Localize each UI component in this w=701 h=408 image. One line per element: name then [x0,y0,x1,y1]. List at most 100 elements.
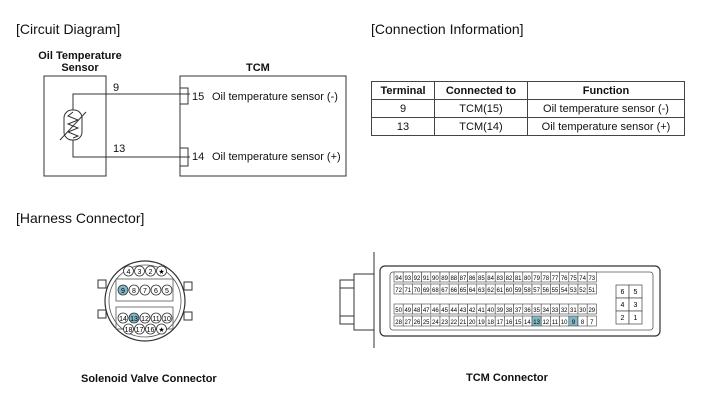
tcm-pin-label: 26 [414,320,421,326]
solenoid-pin [150,284,162,296]
solenoid-pin-label: 6 [154,288,158,295]
tcm-pin-label: 60 [506,288,513,294]
tcm-pin-label: 28 [395,320,402,326]
solenoid-pin-label: 9 [121,288,125,295]
tcm-pin-label: 75 [570,276,577,282]
sensor-title: Oil Temperature Sensor [35,50,125,74]
sensor-title-line2: Sensor [61,62,99,74]
tcm-pin-label: 38 [506,308,513,314]
tcm-side-pin [628,310,643,325]
tcm-pin-label: 57 [533,288,540,294]
tcm-pin-label: 63 [478,288,485,294]
solenoid-pin-label: 7 [143,288,147,295]
solenoid-pin-label: 4 [127,269,131,276]
cell-function: Oil temperature sensor (-) [527,99,685,118]
col-function: Function [527,81,685,100]
col-connected-to: Connected to [434,81,528,100]
tcm-pin-label: 19 [478,320,485,326]
tcm-pin-label: 16 [506,320,513,326]
tcm-pin-label: 20 [469,320,476,326]
tcm-pin-label: 39 [496,308,503,314]
tcm-pin-label: 76 [561,276,568,282]
connection-info-heading: [Connection Information] [371,21,524,37]
tcm-pin-label: 33 [552,308,559,314]
tcm-pin-label: 91 [423,276,430,282]
cell-connected: TCM(14) [434,117,528,136]
tcm-pin-label: 79 [533,276,540,282]
tcm-pin-label: 36 [524,308,531,314]
solenoid-pin [145,265,156,277]
tcm-pin-label: 12 [542,320,549,326]
tcm-pin-label: 68 [432,288,439,294]
tcm-pin-label: 55 [552,288,559,294]
solenoid-pin-label: 8 [132,288,136,295]
tcm-pin-label: 90 [432,276,439,282]
cell-function: Oil temperature sensor (+) [527,117,685,136]
tcm-pin-label: 67 [441,288,448,294]
solenoid-pin-label: 2 [149,269,153,276]
tcm-pin-label: 15 [515,320,522,326]
tcm-pin-label: 84 [487,276,494,282]
sensor-box [43,75,107,177]
tcm-side-pin-label: 4 [621,302,625,309]
tcm-pin [586,303,597,315]
tcm-pin-label: 94 [395,276,402,282]
solenoid-pin [117,312,129,324]
solenoid-pin [161,312,173,324]
col-terminal: Terminal [371,81,435,100]
thermistor-arrow [59,111,87,141]
solenoid-pin [145,323,156,335]
tcm-pin-label: 69 [423,288,430,294]
tcm-pin-label: 44 [450,308,457,314]
tcm-pin-label: 61 [496,288,503,294]
tcm-pin-label: 30 [579,308,586,314]
tcm-pin-label: 8 [581,320,585,326]
tcm-pin [586,271,597,283]
tcm-pin-label: 29 [588,308,595,314]
solenoid-pin-label: ★ [158,268,164,276]
solenoid-pin [134,323,145,335]
tcm-pin-label: 37 [515,308,522,314]
tcm-pin-label: 9 [572,320,576,326]
tcm-pin-label: 17 [496,320,503,326]
solenoid-pin-label: 5 [165,288,169,295]
tcm-pin-label: 64 [469,288,476,294]
tcm-pin-label: 52 [579,288,586,294]
thermistor-icon [63,109,83,141]
solenoid-pin [123,265,134,277]
cell-connected: TCM(15) [434,99,528,118]
tcm-pin-label: 77 [552,276,559,282]
tcm-pin-label: 35 [533,308,540,314]
tcm-pin-label: 24 [432,320,439,326]
tcm-pin-label: 88 [450,276,457,282]
tcm-pin-label: 92 [414,276,421,282]
tcm-pin-label: 53 [570,288,577,294]
tcm-pin-label: 93 [404,276,411,282]
solenoid-pin-label: 18 [125,327,133,334]
solenoid-pin [134,265,145,277]
tcm-pin-label: 18 [487,320,494,326]
tcm-pin-14: 14 [192,151,205,163]
tcm-pin-label: 58 [524,288,531,294]
tcm-pin-label: 41 [478,308,485,314]
tcm-pin-label: 81 [515,276,522,282]
tcm-pin-label: 48 [414,308,421,314]
tcm-pin-label: 42 [469,308,476,314]
tcm-pin-label: 23 [441,320,448,326]
tcm-pin-label: 40 [487,308,494,314]
tcm-pin-label: 47 [423,308,430,314]
wire-2 [72,140,190,158]
sensor-pin-9: 9 [113,82,120,94]
tcm-pin-label: 89 [441,276,448,282]
tcm-pin-label: 78 [542,276,549,282]
tcm-pin-label: 62 [487,288,494,294]
wire-1 [72,93,190,110]
tcm-pin-label: 66 [450,288,457,294]
solenoid-connector-label: Solenoid Valve Connector [81,373,217,385]
tcm-title: TCM [246,62,270,74]
tcm-pin-label: 25 [423,320,430,326]
sensor-pin-13: 13 [113,143,126,155]
tcm-pin-label: 43 [460,308,467,314]
